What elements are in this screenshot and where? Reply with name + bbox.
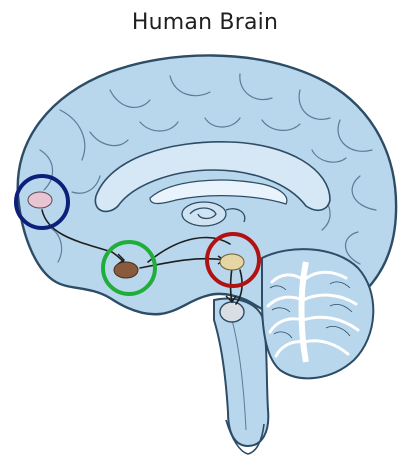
pituitary — [220, 302, 244, 322]
limbic-node — [114, 262, 138, 278]
midbrain-node — [220, 254, 244, 270]
cerebellum — [262, 249, 373, 378]
prefrontal-node — [28, 192, 52, 208]
